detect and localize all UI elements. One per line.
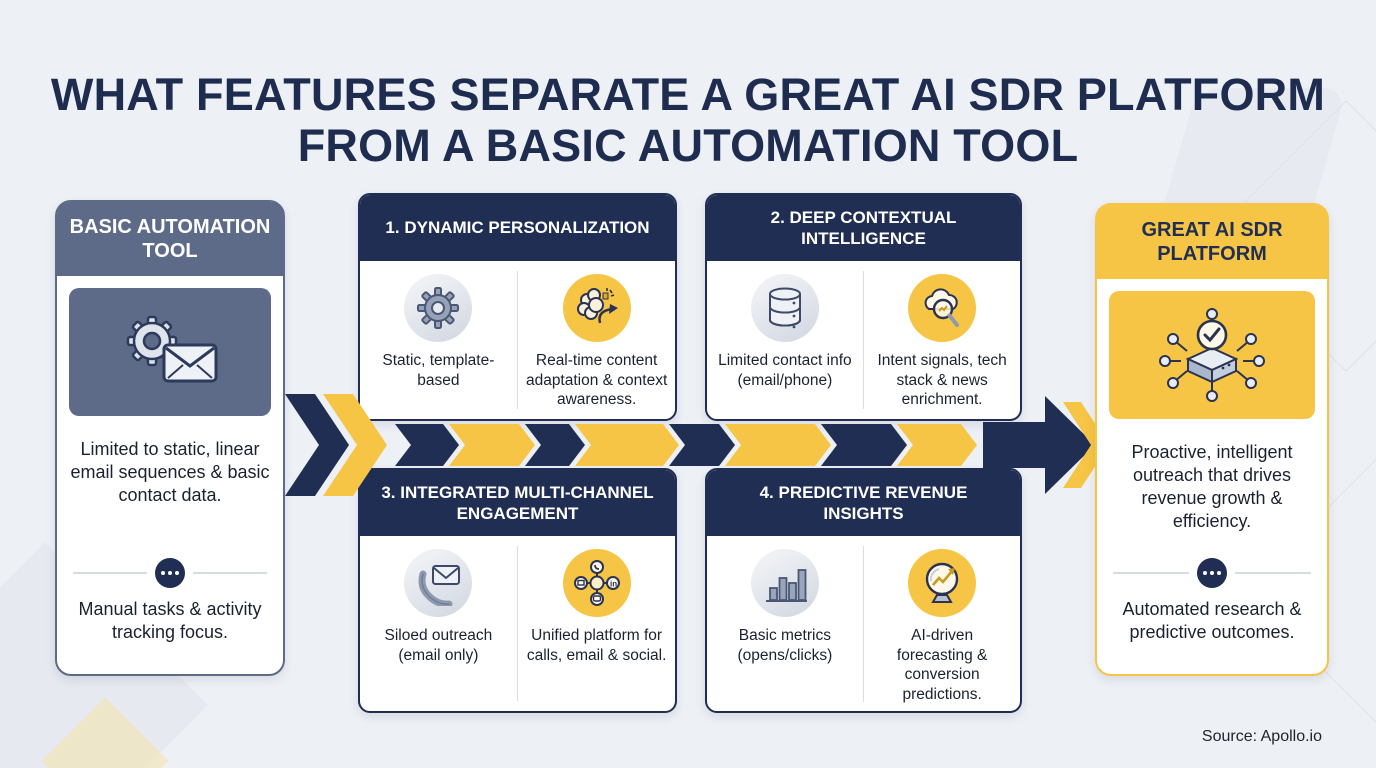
ai-chip-network-icon — [1157, 303, 1267, 408]
gear-envelope-icon — [116, 309, 224, 396]
database-icon — [750, 274, 819, 342]
background-shape — [41, 697, 169, 768]
great-card-header: GREAT AI SDR PLATFORM — [1097, 205, 1327, 279]
phone-email-icon — [404, 549, 473, 617]
basic-card-description: Limited to static, linear email sequence… — [70, 439, 270, 506]
source-attribution: Source: Apollo.io — [1201, 728, 1322, 745]
feature-2-great-column: Intent signals, tech stack & news enrich… — [864, 261, 1020, 419]
feature-2-basic-column: Limited contact info (email/phone) — [707, 261, 863, 419]
crystal-ball-icon — [908, 549, 977, 617]
gear-icon — [404, 274, 473, 342]
feature-card-multi-channel-engagement: 3. INTEGRATED MULTI-CHANNEL ENGAGEMENT S… — [358, 468, 677, 713]
column-divider — [516, 546, 519, 701]
basic-automation-card: BASIC AUTOMATION TOOL — [55, 200, 285, 676]
bar-chart-icon — [750, 549, 819, 617]
channel-hub-icon: in — [562, 549, 631, 617]
feature-4-title: 4. PREDICTIVE REVENUE INSIGHTS — [707, 470, 1020, 536]
flow-arrows — [285, 394, 1098, 496]
feature-1-basic-column: Static, template-based — [360, 261, 517, 419]
feature-3-great-column: in Unified platform for calls, email & s… — [518, 536, 675, 711]
great-ai-sdr-card: GREAT AI SDR PLATFORM — [1095, 203, 1329, 676]
feature-1-title: 1. DYNAMIC PERSONALIZATION — [360, 195, 675, 261]
feature-4-great-column: AI-driven forecasting & conversion predi… — [864, 536, 1020, 711]
ellipsis-divider — [73, 557, 267, 588]
ellipsis-icon — [155, 557, 185, 588]
feature-1-great-label: Real-time content adaptation & context a… — [525, 352, 668, 409]
brain-arrow-icon — [562, 274, 631, 342]
great-card-footer: Automated research & predictive outcomes… — [1122, 598, 1302, 642]
feature-card-predictive-revenue-insights: 4. PREDICTIVE REVENUE INSIGHTS Basic met… — [705, 468, 1022, 713]
divider-line — [73, 572, 147, 574]
feature-3-great-label: Unified platform for calls, email & soci… — [526, 627, 667, 664]
basic-card-icon-box — [69, 288, 271, 416]
ellipsis-divider — [1113, 557, 1311, 588]
spacer — [57, 507, 283, 558]
divider-line — [1235, 572, 1311, 574]
basic-card-header: BASIC AUTOMATION TOOL — [57, 202, 283, 276]
feature-card-deep-contextual-intelligence: 2. DEEP CONTEXTUAL INTELLIGENCE — [705, 193, 1022, 421]
ellipsis-icon — [1197, 557, 1227, 588]
page-title-line2: FROM A BASIC AUTOMATION TOOL — [297, 119, 1079, 171]
feature-1-great-column: Real-time content adaptation & context a… — [518, 261, 675, 419]
column-divider — [862, 546, 865, 703]
great-card-icon-box — [1109, 291, 1315, 419]
feature-card-dynamic-personalization: 1. DYNAMIC PERSONALIZATION — [358, 193, 677, 421]
feature-3-basic-label: Siloed outreach (email only) — [384, 627, 493, 664]
divider-line — [1113, 572, 1189, 574]
feature-2-basic-label: Limited contact info (email/phone) — [718, 352, 852, 389]
basic-card-footer: Manual tasks & activity tracking focus. — [78, 598, 262, 642]
feature-3-basic-column: Siloed outreach (email only) — [360, 536, 517, 711]
feature-4-great-label: AI-driven forecasting & conversion predi… — [896, 627, 988, 703]
page-title: WHAT FEATURES SEPARATE A GREAT AI SDR PL… — [0, 69, 1376, 171]
divider-line — [193, 572, 267, 574]
feature-2-title: 2. DEEP CONTEXTUAL INTELLIGENCE — [707, 195, 1020, 261]
great-card-description: Proactive, intelligent outreach that dri… — [1131, 442, 1293, 532]
cloud-search-icon — [908, 274, 977, 342]
feature-4-basic-label: Basic metrics (opens/clicks) — [737, 627, 833, 664]
feature-3-title: 3. INTEGRATED MULTI-CHANNEL ENGAGEMENT — [360, 470, 675, 536]
column-divider — [516, 271, 519, 409]
spacer — [1097, 533, 1327, 558]
page-title-line1: WHAT FEATURES SEPARATE A GREAT AI SDR PL… — [50, 69, 1326, 121]
column-divider — [862, 271, 865, 409]
svg-text:in: in — [610, 580, 617, 589]
feature-1-basic-label: Static, template-based — [382, 352, 495, 389]
feature-4-basic-column: Basic metrics (opens/clicks) — [707, 536, 863, 711]
feature-2-great-label: Intent signals, tech stack & news enrich… — [877, 352, 1007, 409]
